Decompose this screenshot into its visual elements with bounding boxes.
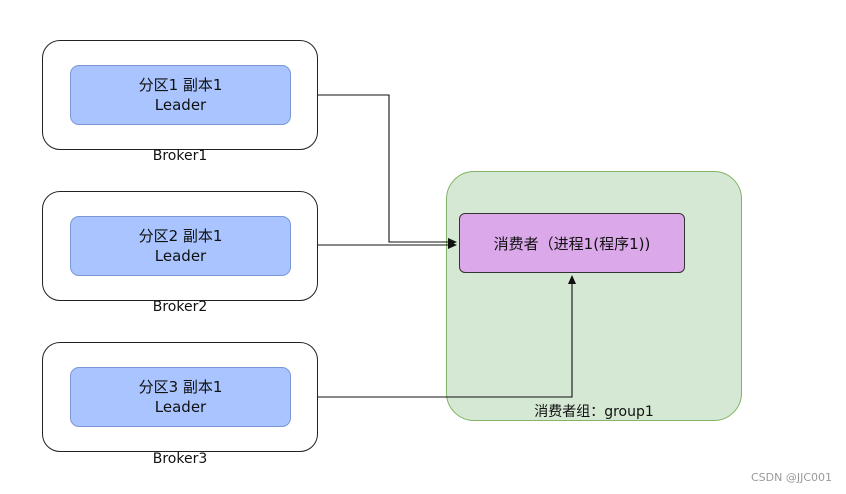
- partition-1-replica: 分区1 副本1 Leader: [70, 65, 291, 125]
- broker-3-label: Broker3: [152, 451, 208, 467]
- consumer-group-label: 消费者组：group1: [534, 404, 654, 420]
- consumer-label: 消费者（进程1(程序1)): [493, 234, 651, 253]
- partition-2-replica: 分区2 副本1 Leader: [70, 216, 291, 276]
- consumer-process-box: 消费者（进程1(程序1)): [459, 213, 685, 273]
- edge-broker1-to-consumer: [318, 94, 457, 246]
- broker-2-label: Broker2: [152, 299, 208, 315]
- partition-3-replica: 分区3 副本1 Leader: [70, 367, 291, 427]
- broker-2-box: 分区2 副本1 Leader: [42, 191, 318, 301]
- partition-3-role: Leader: [154, 398, 207, 416]
- watermark: CSDN @JJC001: [750, 471, 832, 484]
- partition-1-title: 分区1 副本1: [138, 76, 223, 94]
- partition-3-title: 分区3 副本1: [138, 378, 223, 396]
- partition-1-role: Leader: [154, 96, 207, 114]
- broker-1-label: Broker1: [152, 148, 208, 164]
- partition-2-role: Leader: [154, 247, 207, 265]
- broker-3-box: 分区3 副本1 Leader: [42, 342, 318, 452]
- broker-1-box: 分区1 副本1 Leader: [42, 40, 318, 150]
- partition-2-title: 分区2 副本1: [138, 227, 223, 245]
- edge-broker3-to-consumer: [318, 275, 576, 398]
- consumer-group-container: [446, 171, 742, 421]
